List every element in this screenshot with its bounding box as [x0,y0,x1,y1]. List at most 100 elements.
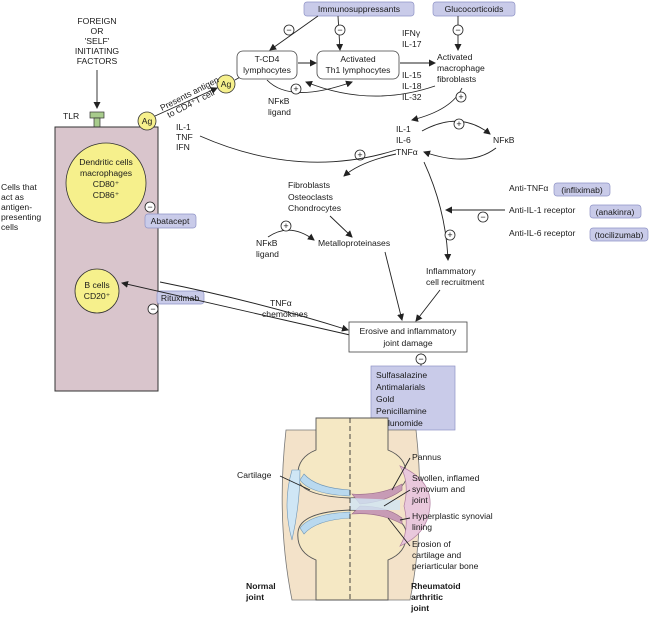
nfkb-ligand-mid-label-1: NFκB [256,238,278,248]
svg-text:joint: joint [411,495,428,505]
svg-text:Dendritic cells: Dendritic cells [79,157,133,167]
cytokines-label: IL-1 IL-6 TNFα [396,124,418,157]
bcells-to-damage-arrow [159,281,349,332]
svg-text:Fibroblasts: Fibroblasts [288,180,330,190]
nfkb-ligand-mid-label-2: ligand [256,249,279,259]
svg-text:+: + [458,92,463,102]
abatacept-minus-sign [144,201,156,213]
svg-text:FOREIGN: FOREIGN [77,16,116,26]
swollen-pointer [383,489,411,507]
svg-text:−: − [418,354,423,364]
svg-text:+: + [293,84,298,94]
metalloproteinases-label: Metalloproteinases [318,238,390,248]
dmards-list: Sulfasalazine Antimalarials Gold Penicil… [376,370,427,428]
svg-text:Antimalarials: Antimalarials [376,382,425,392]
immunosuppressants-to-tcd4-arrow [269,15,319,51]
svg-text:act as: act as [1,192,24,202]
recruitment-to-damage-arrow [415,289,441,322]
mmp-to-damage-arrow [384,251,404,321]
erosion-label: Erosion of cartilage and periarticular b… [412,539,479,571]
abatacept-label: Abatacept [151,216,190,226]
rituximab-label: Rituximab [161,293,199,303]
presents-antigen-arrow [154,87,218,117]
svg-text:Osteoclasts: Osteoclasts [288,192,333,202]
svg-text:Chondrocytes: Chondrocytes [288,203,341,213]
recruitment-plus-sign [444,229,456,241]
tocilizumab-drug-box [589,227,649,242]
svg-text:+: + [283,221,288,231]
antigen-circle-right [216,74,236,94]
svg-text:synovium and: synovium and [412,484,465,494]
immunosuppressants-minus-sign-2 [334,24,346,36]
svg-text:IL-6: IL-6 [396,135,411,145]
svg-text:IL-1: IL-1 [396,124,411,134]
pannus-pointer [391,457,411,491]
svg-text:+: + [447,230,452,240]
nfkb-mid-plus-sign [280,220,292,232]
anti-il6-label: Anti-IL-6 receptor [509,228,576,238]
svg-text:cartilage and: cartilage and [412,550,461,560]
ra-joint-label-1: Rheumatoid [411,581,461,591]
ra-joint-label-3: joint [410,603,429,613]
pannus-label: Pannus [412,452,441,462]
svg-text:macrophages: macrophages [80,168,132,178]
svg-text:periarticular bone: periarticular bone [412,561,479,571]
tocilizumab-label: (tocilizumab) [595,230,644,240]
rituximab-minus-sign [147,303,159,315]
glucocorticoids-drug-box [432,1,516,17]
svg-text:fibroblasts: fibroblasts [437,74,476,84]
nfkb-ligand-curve [266,79,353,93]
normal-joint-label-1: Normal [246,581,276,591]
tcd4-lymphocytes-box [236,50,298,80]
svg-text:cells: cells [1,222,18,232]
svg-text:TNF: TNF [176,132,193,142]
dmards-minus-sign [415,353,427,365]
fibroblasts-plus-sign [354,149,366,161]
cytokines-to-fibroblasts-arrow [343,153,397,177]
upper-bone [297,417,407,499]
svg-text:IL-18: IL-18 [402,81,422,91]
damage-to-bcells-arrow [121,280,351,336]
svg-text:IL-32: IL-32 [402,92,422,102]
fibroblasts-to-mmp-arrow [329,215,353,238]
il15-il18-il32-label: IL-15 IL-18 IL-32 [402,70,422,102]
svg-text:+: + [456,119,461,129]
joint-damage-label-2: joint damage [382,338,432,348]
normal-joint-label-2: joint [245,592,264,602]
svg-text:−: − [286,25,291,35]
svg-text:Erosion of: Erosion of [412,539,451,549]
cytokines-to-apc-curve [199,135,397,163]
svg-text:IL-1: IL-1 [176,122,191,132]
immunosuppressants-label: Immunosuppressants [318,4,400,14]
macrophage-plus-sign [455,91,467,103]
antigen-circle-left [137,111,157,131]
b-cell-label-2: CD20⁺ [84,291,111,301]
b-cell-label-1: B cells [84,280,109,290]
b-cell [74,268,120,314]
svg-text:CD86⁺: CD86⁺ [93,190,120,200]
il17-label: IL-17 [402,39,422,49]
hyperplastic-pointer [399,517,411,521]
fibroblasts-label: Fibroblasts Osteoclasts Chondrocytes [288,180,341,213]
il1-tnf-ifn-label: IL-1 TNF IFN [176,122,193,152]
nfkb-top-plus-sign [290,83,302,95]
nfkb-to-cytokines-arrow [423,147,497,160]
svg-text:Activated: Activated [437,52,473,62]
nfkb-ligand-top-label-1: NFκB [268,96,290,106]
svg-text:−: − [147,202,152,212]
joint-damage-box [348,321,468,353]
svg-text:presenting: presenting [1,212,41,222]
dendritic-cell-label: Dendritic cells macrophages CD80⁺ CD86⁺ [79,157,133,200]
joint-illustration [281,417,431,601]
initiating-factors-label: FOREIGN OR 'SELF' INITIATING FACTORS [75,16,120,66]
svg-text:−: − [337,25,342,35]
antigen-label-left: Ag [142,116,153,126]
tnf-chemokines-label-2: chemokines [262,309,308,319]
nfkb-plus-sign [453,118,465,130]
hyperplastic-label-1: Hyperplastic synovial [412,511,493,521]
macrophage-to-cytokines-arrow [411,87,463,122]
erosion-pointer [387,517,411,547]
cartilage-label: Cartilage [237,470,272,480]
svg-text:Penicillamine: Penicillamine [376,406,427,416]
swollen-synovium-label: Swollen, inflamed synovium and joint [411,473,480,505]
